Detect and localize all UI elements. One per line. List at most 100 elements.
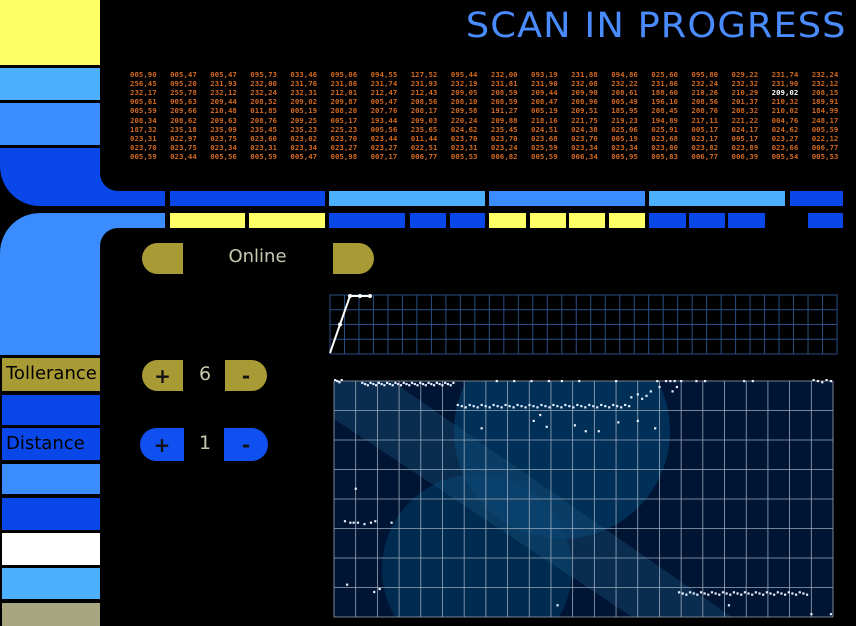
- data-point: [658, 385, 661, 389]
- readout-value: 023,70: [130, 142, 157, 152]
- data-point: [675, 385, 678, 389]
- readout-value: 209,63: [210, 115, 237, 125]
- readout-value: 208,10: [450, 97, 478, 107]
- readout-value: 235,45: [250, 124, 277, 134]
- data-point: [725, 592, 728, 595]
- data-point: [361, 381, 364, 384]
- readout-value: 209,05: [450, 88, 478, 98]
- data-point: [802, 592, 805, 595]
- readout-value: 208,17: [410, 106, 438, 116]
- readout-value: 023,70: [571, 133, 598, 143]
- data-point: [413, 382, 416, 386]
- readout-value: 023,75: [210, 133, 237, 143]
- readout-value: 209,25: [290, 115, 318, 125]
- readout-value: 188,60: [651, 88, 678, 98]
- online-right-button[interactable]: [333, 243, 374, 274]
- data-point: [740, 593, 743, 596]
- data-point: [545, 425, 548, 428]
- data-point: [373, 590, 376, 594]
- tolerance-minus-button[interactable]: -: [225, 360, 267, 391]
- data-point: [340, 379, 343, 382]
- readout-value: 033,46: [290, 70, 318, 79]
- readout-value: 023,82: [691, 142, 719, 152]
- readout-value: 232,12: [210, 88, 237, 98]
- readout-value: 193,44: [370, 115, 398, 125]
- data-point: [754, 591, 757, 594]
- readout-value: 208,52: [250, 97, 277, 107]
- readout-value: 209,02: [771, 88, 799, 98]
- data-point: [743, 380, 746, 383]
- distance-minus-button[interactable]: -: [224, 428, 268, 461]
- readout-value: 024,51: [531, 124, 558, 134]
- bar-segment: [170, 191, 325, 206]
- readout-value: 209,44: [531, 88, 558, 98]
- readout-value: 209,88: [490, 115, 518, 125]
- data-point: [484, 405, 487, 408]
- data-point: [334, 379, 337, 382]
- data-point: [369, 381, 372, 384]
- readout-value: 006,82: [490, 151, 518, 161]
- tolerance-plus-button[interactable]: +: [142, 360, 183, 391]
- bar-segment: [329, 213, 405, 228]
- readout-value: 005,59: [811, 124, 839, 134]
- online-left-button[interactable]: [142, 243, 183, 274]
- data-point: [390, 521, 393, 524]
- data-point: [377, 381, 380, 384]
- data-point: [375, 384, 378, 387]
- readout-value: 232,24: [250, 88, 277, 98]
- readout-value: 208,59: [490, 97, 518, 107]
- readout-value: 095,44: [450, 70, 478, 79]
- readout-value: 208,45: [651, 106, 678, 116]
- readout-value: 231,76: [290, 79, 318, 89]
- readout-value: 221,75: [571, 115, 598, 125]
- data-point: [747, 592, 750, 595]
- readout-value: 006,77: [410, 151, 438, 161]
- data-point: [699, 591, 703, 594]
- readout-value: 023,24: [490, 142, 518, 152]
- bar-segment: [450, 213, 485, 228]
- data-point: [336, 380, 339, 383]
- readout-value: 196,10: [651, 97, 678, 107]
- data-point: [343, 520, 347, 523]
- data-point: [421, 382, 425, 386]
- readout-value: 005,63: [170, 97, 197, 107]
- panel-block: [2, 464, 100, 494]
- distance-plus-button[interactable]: +: [140, 428, 184, 461]
- data-point: [615, 380, 618, 383]
- page-title: SCAN IN PROGRESS: [465, 6, 846, 46]
- data-point: [721, 591, 725, 594]
- readout-value: 023,27: [771, 133, 799, 143]
- readout-value: 023,31: [250, 142, 277, 152]
- data-point: [729, 593, 732, 596]
- bar-segment: [489, 213, 526, 228]
- data-point: [564, 403, 567, 407]
- readout-value: 218,16: [531, 115, 558, 125]
- data-point: [374, 520, 377, 523]
- readout-value: 095,06: [330, 70, 358, 79]
- readout-value: 005,59: [130, 151, 157, 161]
- data-point: [765, 591, 768, 594]
- panel-block: [2, 498, 100, 530]
- data-point: [520, 405, 523, 408]
- readout-value: 208,61: [611, 88, 638, 98]
- readout-value: 235,09: [210, 124, 237, 134]
- readout-value: 005,59: [130, 106, 157, 116]
- data-point: [369, 521, 373, 524]
- bar-segment: [649, 213, 686, 228]
- data-point: [617, 421, 620, 424]
- bar-segment: [609, 213, 645, 228]
- readout-value: 209,03: [410, 115, 438, 125]
- readout-value: 209,66: [170, 106, 197, 116]
- readout-value: 209,90: [571, 88, 598, 98]
- data-point: [348, 294, 352, 298]
- data-point: [366, 384, 369, 387]
- data-point: [628, 405, 631, 408]
- readout-value: 024,38: [571, 124, 598, 134]
- data-point: [714, 592, 717, 595]
- panel-light-blue-block: [0, 68, 100, 100]
- readout-value: 212,43: [410, 88, 438, 98]
- readout-value: 210,29: [731, 88, 759, 98]
- data-point: [791, 592, 794, 595]
- tolerance-label: Tollerance: [2, 358, 100, 391]
- readout-value: 232,08: [571, 79, 598, 89]
